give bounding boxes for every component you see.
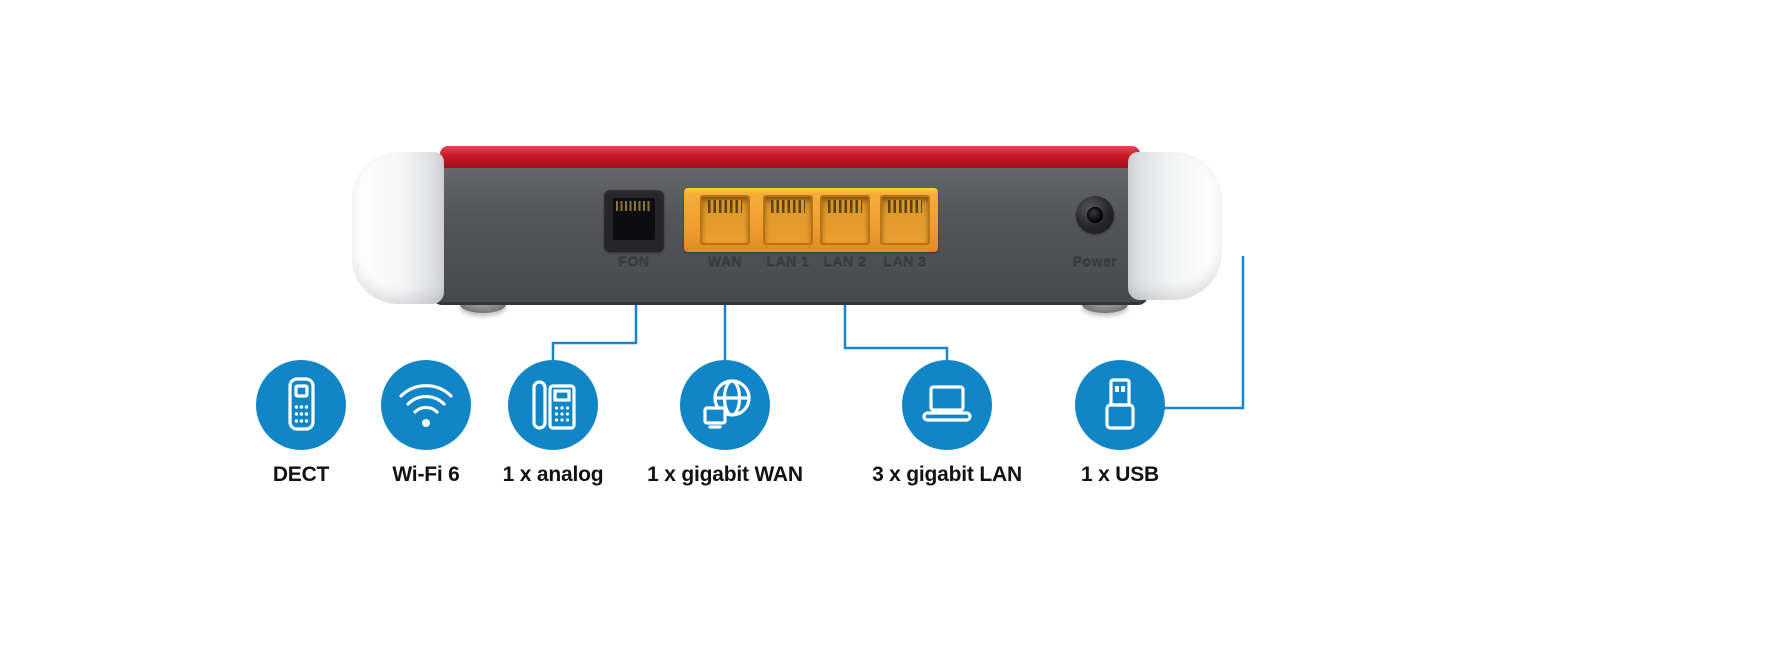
globe-wan-icon xyxy=(680,360,770,450)
ethernet-port-block xyxy=(684,188,938,252)
power-jack xyxy=(1076,196,1114,234)
lan3-port xyxy=(880,195,930,245)
lan2-port xyxy=(820,195,870,245)
dect-handset-icon xyxy=(256,360,346,450)
laptop-lan-icon xyxy=(902,360,992,450)
power-jack-hole xyxy=(1087,207,1103,223)
feature-gigabit-wan-label: 1 x gigabit WAN xyxy=(647,463,803,486)
lan3-port-pins xyxy=(888,200,922,213)
wan-port-label: WAN xyxy=(707,254,743,270)
feature-gigabit-wan: 1 x gigabit WAN xyxy=(630,360,820,487)
wifi-icon xyxy=(381,360,471,450)
fon-port-pins xyxy=(616,201,652,211)
feature-gigabit-lan-label: 3 x gigabit LAN xyxy=(872,463,1022,486)
lan3-port-label: LAN 3 xyxy=(883,254,927,270)
fon-port-label: FON xyxy=(618,254,650,270)
lan1-port xyxy=(763,195,813,245)
router-end-cap-left xyxy=(352,152,444,304)
feature-dect-label: DECT xyxy=(272,463,330,486)
fon-port xyxy=(604,190,664,252)
feature-wifi6-label: Wi-Fi 6 xyxy=(392,463,460,486)
lan2-port-pins xyxy=(828,200,862,213)
lan1-port-label: LAN 1 xyxy=(766,254,810,270)
feature-gigabit-lan: 3 x gigabit LAN xyxy=(852,360,1042,487)
feature-usb-label: 1 x USB xyxy=(1081,463,1159,486)
lan1-port-pins xyxy=(771,200,805,213)
wan-port xyxy=(700,195,750,245)
lan2-port-label: LAN 2 xyxy=(823,254,867,270)
router-end-cap-right xyxy=(1128,152,1222,300)
usb-plug-icon xyxy=(1075,360,1165,450)
wan-port-pins xyxy=(708,200,742,213)
feature-analog-label: 1 x analog xyxy=(502,463,604,486)
feature-dect: DECT xyxy=(206,360,396,487)
power-jack-label: Power xyxy=(1072,254,1118,270)
router-red-stripe xyxy=(440,146,1140,172)
feature-wifi6: Wi-Fi 6 xyxy=(331,360,521,487)
feature-usb: 1 x USB xyxy=(1025,360,1215,487)
analog-phone-icon xyxy=(508,360,598,450)
router-rear-view: FON WAN LAN 1 LAN 2 LAN 3 Power xyxy=(352,146,1222,318)
feature-analog: 1 x analog xyxy=(458,360,648,487)
